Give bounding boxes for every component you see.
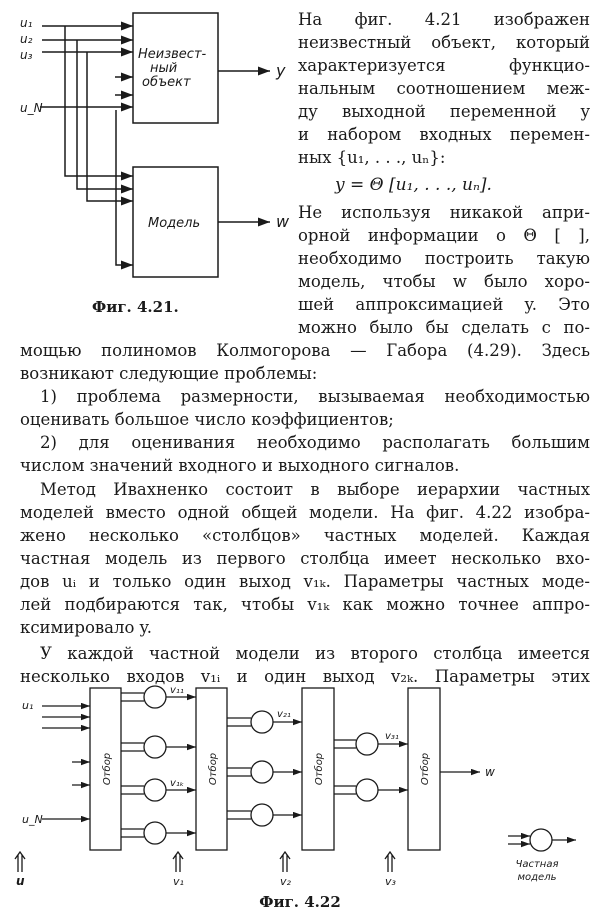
text-line: ду выходной переменной y xyxy=(298,102,590,121)
text-line: шей аппроксимацией y. Это xyxy=(298,295,590,314)
text-line: Не используя никакой апри- xyxy=(298,203,590,222)
selection-box-2 xyxy=(195,687,228,851)
input-u1: u₁ xyxy=(22,699,33,712)
output-y: y xyxy=(275,61,286,80)
text-line: характеризуется функцио- xyxy=(298,56,590,75)
text-line: 1) проблема размерности, вызываемая необ… xyxy=(40,387,590,406)
input-un: u_N xyxy=(20,101,43,115)
text-line: моделей вместо одной общей модели. На фи… xyxy=(20,503,590,522)
formula: y = Θ [u₁, . . ., uₙ]. xyxy=(335,175,492,195)
figure-caption: Фиг. 4.21. xyxy=(92,298,179,316)
double-arrow-v1 xyxy=(172,850,184,872)
text-line: Метод Ивахненко состоит в выборе иерархи… xyxy=(40,480,590,499)
input-un: u_N xyxy=(22,813,43,826)
text-line: модель, чтобы w было хоро- xyxy=(298,272,590,291)
selection-box-4 xyxy=(407,687,441,851)
selection-label: Отбор xyxy=(313,753,325,785)
selection-label: Отбор xyxy=(419,753,431,785)
input-u1: u₁ xyxy=(20,16,33,30)
text-line: числом значений входного и выходного сиг… xyxy=(20,456,460,475)
label-v31: v₃₁ xyxy=(385,731,399,742)
output-w: w xyxy=(485,765,495,779)
input-u2: u₂ xyxy=(20,32,33,46)
text-line: жено несколько «столбцов» частных моделе… xyxy=(20,526,590,545)
text-line: неизвестный объект, который xyxy=(298,33,590,52)
figure-4-21: u₁ u₂ u₃ u_N Неизвест- ный объект Модель… xyxy=(20,12,290,316)
figure-4-22: Отбор Отбор Отбор Отбор u₁ u_N v₁₁ v₁ₖ v… xyxy=(14,685,576,911)
bottom-v1: v₁ xyxy=(173,875,184,888)
selection-label: Отбор xyxy=(101,753,113,785)
text-line: оценивать большое число коэффициентов; xyxy=(20,410,394,429)
partial-models-col1 xyxy=(121,685,196,845)
text-line: орной информации о Θ [ ], xyxy=(298,226,590,245)
object-label-1: Неизвест- xyxy=(138,47,207,62)
bottom-v2: v₂ xyxy=(280,875,292,888)
model-label: Модель xyxy=(148,216,200,231)
label-v11: v₁₁ xyxy=(170,685,184,696)
text-line: У каждой частной модели из второго столб… xyxy=(40,644,590,663)
selection-box-3 xyxy=(301,687,335,851)
legend-label-2: модель xyxy=(517,872,556,883)
text-line: лей подбираются так, чтобы v₁ₖ как можно… xyxy=(20,595,590,614)
text-line: На фиг. 4.21 изображен xyxy=(298,10,590,29)
output-w: w xyxy=(276,212,290,231)
bottom-u: u xyxy=(16,874,25,888)
figure-caption: Фиг. 4.22 xyxy=(259,893,341,911)
label-v21: v₂₁ xyxy=(277,709,291,720)
text-line: необходимо построить такую xyxy=(298,249,590,268)
double-arrow-v2 xyxy=(279,850,291,872)
text-line: нальным соотношением меж- xyxy=(298,79,590,98)
partial-models-col2 xyxy=(227,710,302,827)
selection-label: Отбор xyxy=(207,753,219,785)
unknown-object-box xyxy=(132,12,219,124)
object-label-3: объект xyxy=(142,75,191,90)
text-line: дов uᵢ и только один выход v₁ₖ. Параметр… xyxy=(20,572,590,591)
label-v1k: v₁ₖ xyxy=(170,778,184,789)
text-line: ксимировало y. xyxy=(20,618,153,637)
text-line: 2) для оценивания необходимо располагать… xyxy=(40,433,590,452)
text-line: можно было бы сделать с по- xyxy=(298,318,590,337)
partial-model-legend-icon xyxy=(508,828,576,852)
object-label-2: ный xyxy=(150,61,177,76)
text-line: мощью полиномов Колмогорова — Габора (4.… xyxy=(20,341,590,360)
legend-label-1: Частная xyxy=(516,859,559,870)
bottom-v3: v₃ xyxy=(385,875,397,888)
text-line: ных {u₁, . . ., uₙ}: xyxy=(298,148,446,167)
text-line: несколько входов v₁ᵢ и один выход v₂ₖ. П… xyxy=(20,667,590,686)
partial-models-col3 xyxy=(334,732,408,802)
double-arrow-v3 xyxy=(384,850,396,872)
text-line: и набором входных перемен- xyxy=(298,125,590,144)
input-u3: u₃ xyxy=(20,48,33,62)
double-arrow-u xyxy=(14,850,26,872)
text-line: частная модель из первого столбца имеет … xyxy=(20,549,590,568)
text-line: возникают следующие проблемы: xyxy=(20,364,318,383)
selection-box-1 xyxy=(89,687,122,851)
